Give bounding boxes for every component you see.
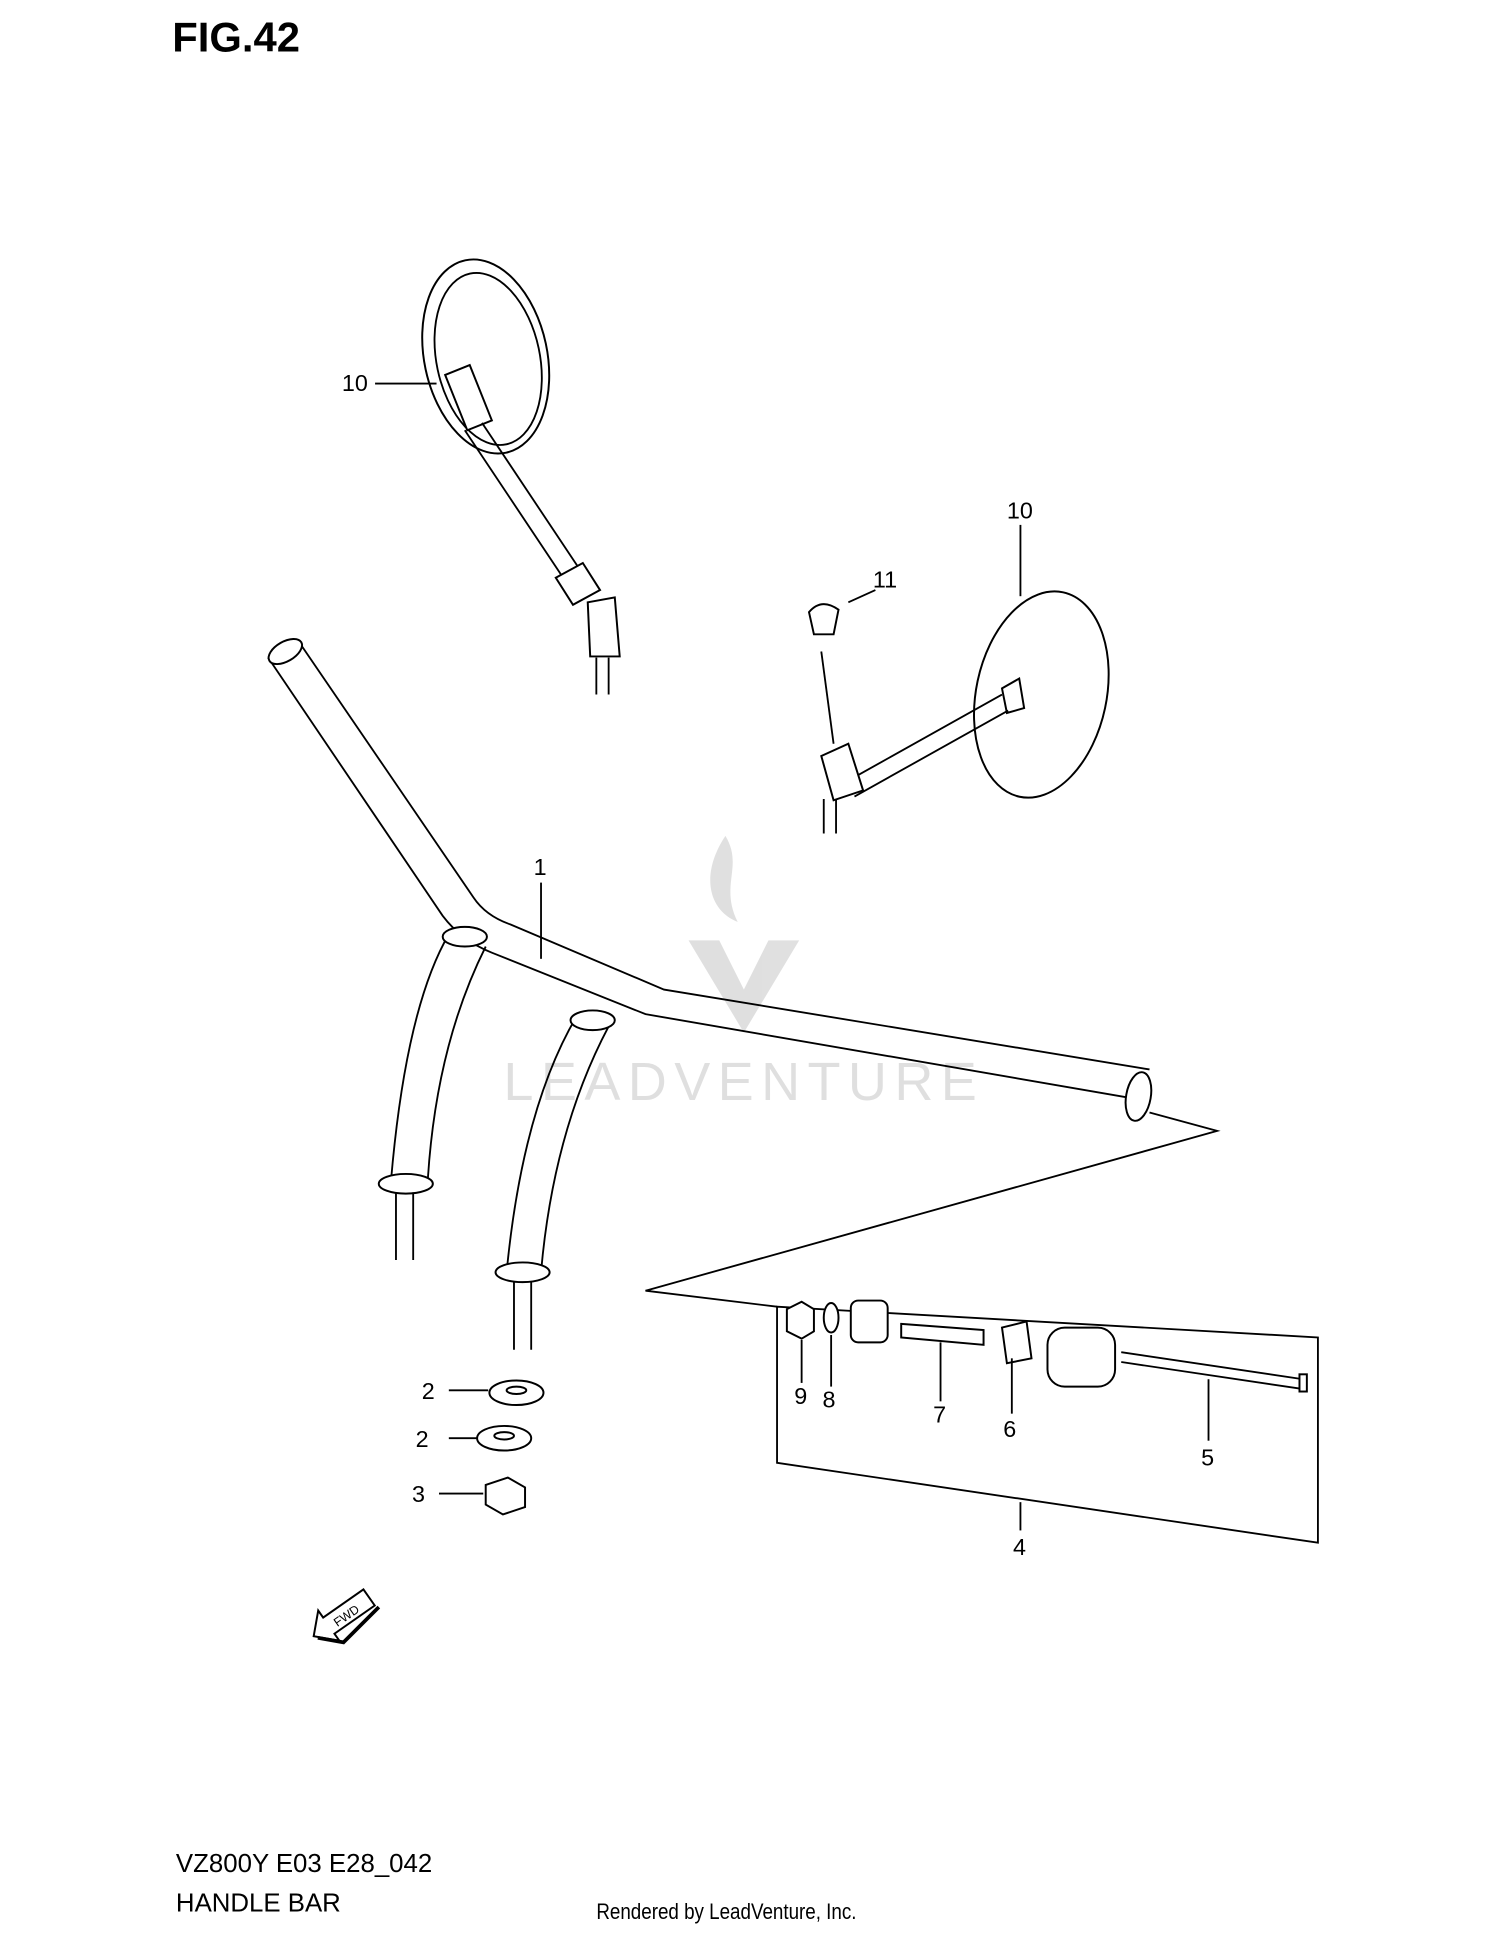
callout-nut-small: 9	[794, 1383, 807, 1409]
callout-nut: 3	[412, 1481, 425, 1507]
callout-rod: 7	[933, 1401, 946, 1427]
handlebar	[267, 637, 1153, 1350]
callout-washer-small: 8	[823, 1387, 836, 1413]
forward-arrow-icon: FWD	[312, 1588, 381, 1645]
mirror-right	[807, 590, 1110, 834]
balancer-parts	[785, 1299, 1308, 1393]
callout-cap: 11	[873, 567, 897, 593]
callout-handlebar: 1	[534, 854, 547, 880]
model-code: VZ800Y E03 E28_042	[176, 1850, 432, 1878]
callout-washer-a: 2	[422, 1378, 435, 1404]
callout-screw: 5	[1201, 1444, 1214, 1470]
callout-balancer-assy: 4	[1013, 1534, 1026, 1560]
callout-mirror-left: 10	[342, 370, 368, 396]
watermark-logo: LEADVENTURE	[503, 835, 977, 1112]
section-name: HANDLE BAR	[176, 1889, 341, 1917]
callout-mirror-right: 10	[1007, 498, 1033, 524]
mirror-left	[421, 258, 621, 695]
cap-part	[807, 603, 840, 636]
balancer-box	[776, 1305, 1319, 1544]
callout-washer-b: 2	[416, 1426, 429, 1452]
render-credit: Rendered by LeadVenture, Inc.	[596, 1899, 856, 1924]
callout-spacer: 6	[1003, 1416, 1016, 1442]
figure-title: FIG.42	[172, 14, 300, 61]
